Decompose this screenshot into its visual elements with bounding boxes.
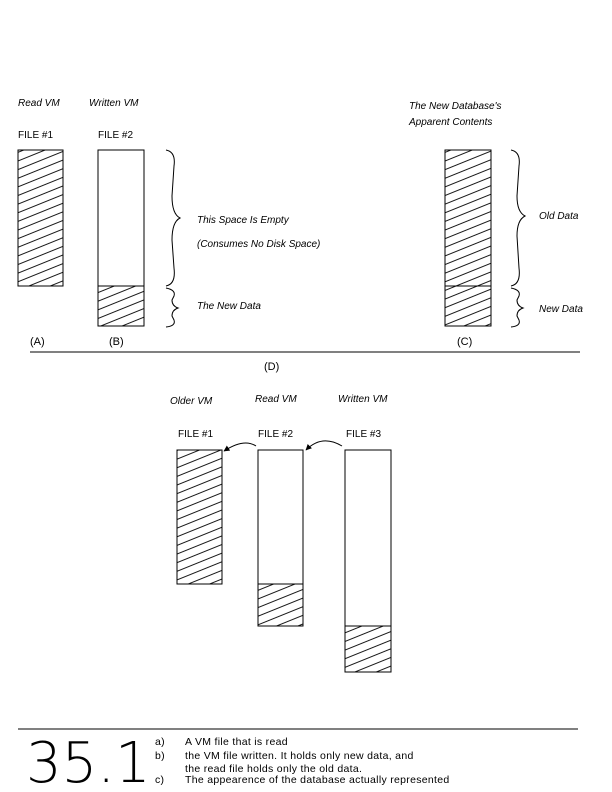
file-c-title-line1: The New Database's — [409, 101, 502, 112]
bottom-file-3-data-block — [344, 625, 392, 673]
caption-item-a-text: A VM file that is read — [185, 736, 288, 748]
file-b-new-data-block — [97, 285, 145, 327]
file-c-box — [444, 149, 492, 327]
figure-number: 35.1 — [26, 731, 151, 792]
file-b-role-label: Written VM — [89, 98, 139, 109]
caption-item-c-text: The appearence of the database actually … — [185, 774, 450, 786]
new-data-brace — [165, 287, 180, 328]
new-data-c-label: New Data — [539, 304, 583, 315]
caption-item-a-marker: a) — [155, 736, 165, 748]
bottom-file-3-group: Written VM FILE #3 — [338, 394, 392, 673]
bottom-file-1-box — [176, 449, 223, 585]
empty-space-brace — [165, 149, 182, 287]
bottom-file-2-group: Read VM FILE #2 — [255, 394, 304, 627]
file-b-letter: (B) — [109, 336, 124, 348]
bottom-file-2-data-block — [257, 583, 304, 627]
empty-space-label-line1: This Space Is Empty — [197, 215, 290, 226]
bottom-file-2-role-label: Read VM — [255, 394, 297, 405]
caption-item-b-text-line2: the read file holds only the old data. — [185, 763, 362, 775]
file-a-box — [17, 149, 64, 287]
file-a-role-label: Read VM — [18, 98, 60, 109]
bottom-file-1-role-label: Older VM — [170, 396, 213, 407]
bottom-file-3-role-label: Written VM — [338, 394, 388, 405]
file-a-group: Read VM FILE #1 (A) — [17, 98, 64, 348]
file-b-name-label: FILE #2 — [98, 130, 133, 141]
arrow-file2-to-file1 — [223, 442, 257, 452]
new-data-c-brace — [510, 287, 525, 328]
bottom-file-1-name-label: FILE #1 — [178, 429, 213, 440]
caption-item-b-text-line1: the VM file written. It holds only new d… — [185, 750, 414, 762]
caption-item-b-marker: b) — [155, 750, 165, 762]
file-c-group: The New Database's Apparent Contents (C) — [408, 101, 502, 348]
bottom-file-1-group: Older VM FILE #1 — [170, 396, 223, 585]
caption-item-c-marker: c) — [155, 774, 164, 786]
empty-space-label-line2: (Consumes No Disk Space) — [197, 239, 320, 250]
bottom-file-2-name-label: FILE #2 — [258, 429, 293, 440]
old-data-label: Old Data — [539, 211, 579, 222]
file-a-letter: (A) — [30, 336, 45, 348]
section-d-label: (D) — [264, 361, 279, 373]
arrow-file3-to-file2 — [305, 440, 343, 451]
new-data-label: The New Data — [197, 301, 261, 312]
file-c-letter: (C) — [457, 336, 472, 348]
file-b-group: Written VM FILE #2 (B) — [89, 98, 145, 348]
old-data-brace — [510, 149, 527, 287]
file-c-title-line2: Apparent Contents — [408, 117, 492, 128]
file-a-name-label: FILE #1 — [18, 130, 53, 141]
caption-list: a) A VM file that is read b) the VM file… — [155, 736, 450, 786]
bottom-file-3-name-label: FILE #3 — [346, 429, 381, 440]
